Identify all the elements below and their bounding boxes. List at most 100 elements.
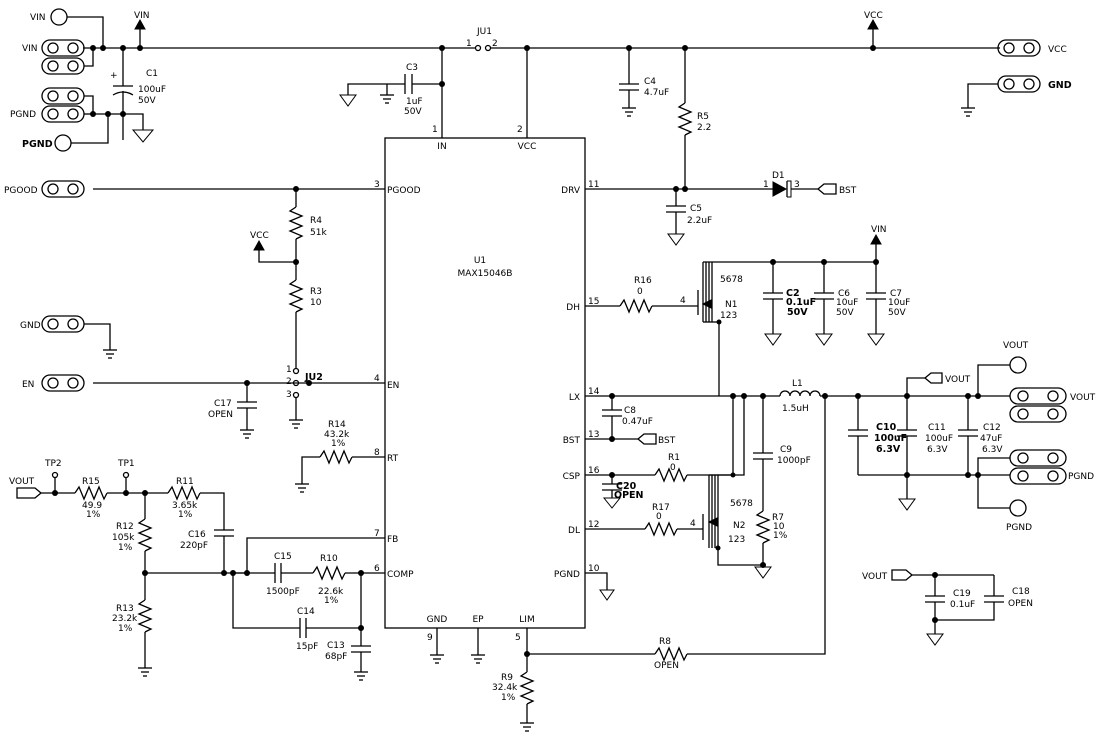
connector-label: GND <box>1048 80 1072 91</box>
net-label: BST <box>839 186 857 196</box>
jumper-ju1[interactable]: JU1 1 2 <box>466 27 498 52</box>
capacitor-c1: + C1 100uF 50V <box>110 48 166 143</box>
resistor-r12: R12 105k 1% <box>112 493 153 600</box>
ref: L1 <box>792 379 803 389</box>
connector-label: PGND <box>10 110 36 120</box>
testpoint-tp2[interactable]: TP2 <box>44 459 62 493</box>
pin-name: DL <box>568 526 580 536</box>
pin-num: 2 <box>517 125 523 135</box>
vin-net-flag: VIN <box>134 11 150 48</box>
pin-num: 9 <box>427 633 433 643</box>
vin-testpoint[interactable]: VIN <box>30 8 104 48</box>
gnd-connector-left[interactable]: GND <box>20 315 117 359</box>
capacitor-c3: C3 1uF 50V <box>339 63 445 117</box>
value: 0.1uF <box>786 297 816 308</box>
top-pins: 5678 <box>720 275 743 285</box>
output-cap-bank: C10 100uF 6.3V C11 100uF 6.3V C12 47uF 6… <box>848 393 1010 511</box>
en-connector[interactable]: EN <box>22 374 85 392</box>
ref: C4 <box>644 77 656 87</box>
pgood-connector[interactable]: PGOOD <box>4 180 85 198</box>
value: OPEN <box>208 410 233 420</box>
capacitor-c15: C15 1500pF <box>266 552 313 597</box>
ic-u1: U1 MAX15046B 1 IN 2 VCC 3 PGOOD 4 EN 8 R… <box>93 48 780 655</box>
value: 1.5uH <box>782 404 809 414</box>
value: 0.47uF <box>622 417 653 427</box>
pin-num: 1 <box>432 125 438 135</box>
tp-label: TP2 <box>44 459 62 469</box>
pin-num: 10 <box>588 564 600 574</box>
capacitor-c20: C20 OPEN <box>602 475 644 509</box>
value: 50V <box>138 96 156 106</box>
ref: JU1 <box>476 27 492 37</box>
value: 100uF <box>874 433 907 444</box>
capacitor-c6: C6 10uF 50V <box>814 262 858 346</box>
vcc-connector[interactable]: VCC <box>997 39 1067 57</box>
resistor-r3: R3 10 <box>288 262 322 368</box>
pgnd-testpoint-right[interactable]: PGND <box>977 475 1032 533</box>
pin-name: RT <box>387 454 399 464</box>
resistor-r5: R5 2.2 <box>673 48 711 192</box>
gate-pin: 4 <box>680 296 686 306</box>
vin-connector[interactable]: VIN <box>22 39 94 75</box>
value: 50V <box>888 308 906 318</box>
vout-testpoint[interactable]: VOUT <box>975 341 1029 399</box>
capacitor-c17: C17 OPEN <box>208 380 257 439</box>
tp-label: TP1 <box>117 459 135 469</box>
diode-d1: D1 1 3 BST <box>685 171 857 198</box>
resistor-r10: R10 22.6k 1% <box>312 554 364 606</box>
pin-num: 6 <box>374 564 380 574</box>
value: 15pF <box>296 642 318 652</box>
ref: R5 <box>697 112 709 122</box>
value: 10uF <box>836 298 858 308</box>
pin-num: 14 <box>588 387 600 397</box>
resistor-r14: R14 43.2k 1% <box>295 420 353 493</box>
pgnd-testpoint[interactable]: PGND <box>22 114 109 152</box>
ref: JU2 <box>304 372 323 383</box>
ref: N1 <box>725 300 737 310</box>
ref: R12 <box>116 522 134 532</box>
capacitor-c5: C5 2.2uF <box>666 189 712 246</box>
net-label: VIN <box>134 11 150 21</box>
gnd-connector-right[interactable]: GND <box>961 75 1072 117</box>
ref: R13 <box>116 604 134 614</box>
value: 1% <box>118 543 133 553</box>
pin-name: FB <box>387 535 398 545</box>
value: 68pF <box>325 652 347 662</box>
value: 1% <box>773 531 788 541</box>
value: 10 <box>310 298 322 308</box>
mosfet-n1: 4 5678 123 N1 <box>680 261 773 396</box>
pin-num: 5 <box>515 633 521 643</box>
vcc-net-flag: VCC <box>864 11 883 48</box>
value: 32.4k <box>492 683 518 693</box>
value: 10uF <box>888 298 910 308</box>
pgnd-connector-right[interactable]: PGND <box>977 449 1094 485</box>
pin-num: 1 <box>466 39 472 49</box>
pin-name: DH <box>566 303 580 313</box>
ref: C1 <box>146 69 158 79</box>
bot-pins: 123 <box>728 535 745 545</box>
resistor-r11: R11 3.65k 1% <box>145 477 225 530</box>
pin-num: 13 <box>588 430 599 440</box>
ref: R3 <box>310 287 322 297</box>
capacitor-c7: C7 10uF 50V <box>866 262 910 346</box>
value: OPEN <box>614 490 644 501</box>
c18-c19-group: VOUT C19 0.1uF C18 OPEN <box>862 569 1033 646</box>
ref: C15 <box>274 552 292 562</box>
value: 1500pF <box>266 587 300 597</box>
value: 0.1uF <box>950 600 975 610</box>
resistor-r7: R7 10 1% <box>754 510 788 579</box>
testpoint-tp1[interactable]: TP1 <box>117 459 135 493</box>
jumper-ju2[interactable]: 1 2 3 JU2 <box>286 365 323 429</box>
ref: C9 <box>780 445 792 455</box>
pin-name: CSP <box>563 472 581 482</box>
value: 1% <box>331 439 346 449</box>
gate-pin: 4 <box>690 519 696 529</box>
vout-sense-flag: VOUT <box>906 372 971 396</box>
pin-name: LX <box>569 393 580 403</box>
value: 4.7uF <box>644 88 669 98</box>
pin-num: 11 <box>588 180 599 190</box>
value: 1% <box>501 693 516 703</box>
resistor-r16: R16 0 <box>619 276 698 314</box>
pin-num: 3 <box>794 180 800 190</box>
vout-connector[interactable]: VOUT <box>1009 387 1096 423</box>
